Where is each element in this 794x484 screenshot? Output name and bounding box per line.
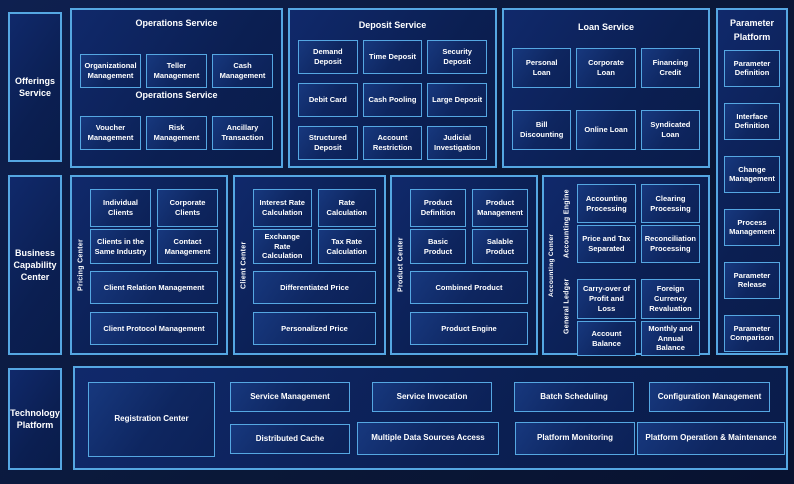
box-product-definition: Product Definition — [410, 189, 466, 227]
section-client-center: Client Center Interest Rate Calculation … — [233, 175, 386, 355]
box-risk-management: Risk Management — [146, 116, 207, 150]
box-tax-rate-calculation: Tax Rate Calculation — [317, 229, 376, 264]
section-operations-service: Operations Service Organizational Manage… — [70, 8, 283, 168]
box-personalized-price: Personalized Price — [253, 312, 376, 345]
box-configuration-management: Configuration Management — [649, 382, 770, 412]
section-accounting-center: Accounting Center Accounting Engine Gene… — [542, 175, 710, 356]
box-voucher-management: Voucher Management — [80, 116, 141, 150]
box-corporate-clients: Corporate Clients — [157, 189, 218, 227]
box-basic-product: Basic Product — [410, 229, 466, 264]
deposit-service-title: Deposit Service — [358, 20, 427, 30]
box-corporate-loan: Corporate Loan — [576, 48, 636, 88]
section-product-center: Product Center Product Definition Produc… — [390, 175, 538, 355]
section-technology-platform: Registration Center Service Management D… — [73, 366, 788, 470]
box-client-relation-management: Client Relation Management — [90, 271, 218, 304]
box-exchange-rate-calculation: Exchange Rate Calculation — [253, 229, 312, 264]
box-service-invocation: Service Invocation — [372, 382, 492, 412]
box-teller-management: Teller Management — [146, 54, 207, 88]
section-loan-service: Loan Service Personal Loan Corporate Loa… — [502, 8, 710, 168]
box-organizational-management: Organizational Management — [80, 54, 141, 88]
box-process-management: Process Management — [724, 208, 780, 246]
box-demand-deposit: Demand Deposit — [298, 40, 358, 74]
box-reconciliation-processing: Reconciliation Processing — [640, 225, 700, 263]
box-price-and-tax-separated: Price and Tax Separated — [577, 225, 636, 263]
rail-technology-platform: Technology Platform — [8, 368, 62, 470]
box-ancillary-transaction: Ancillary Transaction — [212, 116, 273, 150]
rail-technology-label: Technology Platform — [10, 407, 60, 430]
box-clearing-processing: Clearing Processing — [641, 184, 700, 223]
section-deposit-service: Deposit Service Demand Deposit Time Depo… — [288, 8, 497, 168]
box-online-loan: Online Loan — [576, 110, 636, 150]
box-financing-credit: Financing Credit — [640, 48, 700, 88]
box-debit-card: Debit Card — [298, 83, 358, 117]
box-accounting-processing: Accounting Processing — [577, 184, 636, 223]
box-parameter-definition: Parameter Definition — [724, 49, 780, 87]
box-personal-loan: Personal Loan — [512, 48, 572, 88]
loan-service-title: Loan Service — [577, 22, 635, 32]
box-platform-monitoring: Platform Monitoring — [515, 422, 635, 455]
box-clients-same-industry: Clients in the Same Industry — [90, 229, 151, 264]
accounting-engine-vlabel: Accounting Engine — [563, 189, 571, 259]
box-interest-rate-calculation: Interest Rate Calculation — [253, 189, 312, 227]
box-registration-center: Registration Center — [88, 382, 215, 457]
operations-service-subtitle: Operations Service — [135, 90, 218, 100]
box-change-management: Change Management — [724, 155, 780, 193]
box-differentiated-price: Differentiated Price — [253, 271, 376, 304]
box-contact-management: Contact Management — [157, 229, 218, 264]
box-cash-pooling: Cash Pooling — [362, 83, 423, 117]
box-carry-over-profit-loss: Carry-over of Profit and Loss — [577, 279, 636, 319]
box-distributed-cache: Distributed Cache — [230, 424, 350, 454]
rail-offerings-label: Offerings Service — [14, 75, 55, 98]
box-product-engine: Product Engine — [410, 312, 528, 345]
box-bill-discounting: Bill Discounting — [512, 110, 572, 150]
box-parameter-release: Parameter Release — [724, 261, 780, 299]
box-rate-calculation: Rate Calculation — [317, 189, 376, 227]
box-structured-deposit: Structured Deposit — [298, 126, 358, 160]
box-product-management: Product Management — [472, 189, 528, 227]
rail-offerings-service: Offerings Service — [8, 12, 62, 162]
box-combined-product: Combined Product — [410, 271, 528, 304]
box-judicial-investigation: Judicial Investigation — [427, 126, 488, 160]
box-service-management: Service Management — [230, 382, 350, 412]
box-monthly-annual-balance: Monthly and Annual Balance — [641, 321, 700, 356]
box-large-deposit: Large Deposit — [427, 83, 488, 117]
client-center-vlabel: Client Center — [240, 241, 248, 289]
box-time-deposit: Time Deposit — [362, 40, 423, 74]
rail-business-capability-center: Business Capability Center — [8, 175, 62, 355]
product-center-vlabel: Product Center — [397, 237, 405, 293]
rail-business-capability-label: Business Capability Center — [13, 247, 57, 283]
box-cash-management: Cash Management — [212, 54, 273, 88]
box-salable-product: Salable Product — [472, 229, 528, 264]
section-parameter-platform: Parameter Platform Parameter Definition … — [716, 8, 788, 355]
box-account-restriction: Account Restriction — [362, 126, 423, 160]
box-multiple-data-sources-access: Multiple Data Sources Access — [357, 422, 499, 455]
box-batch-scheduling: Batch Scheduling — [514, 382, 634, 412]
box-account-balance: Account Balance — [577, 321, 636, 356]
box-syndicated-loan: Syndicated Loan — [640, 110, 700, 150]
operations-service-title: Operations Service — [135, 18, 218, 28]
pricing-center-vlabel: Pricing Center — [77, 238, 85, 292]
accounting-center-vlabel: Accounting Center — [548, 233, 555, 297]
box-client-protocol-management: Client Protocol Management — [90, 312, 218, 345]
general-ledger-vlabel: General Ledger — [563, 278, 571, 334]
box-platform-operation-maintenance: Platform Operation & Maintenance — [637, 422, 785, 455]
box-parameter-comparison: Parameter Comparison — [724, 314, 780, 352]
box-individual-clients: Individual Clients — [90, 189, 151, 227]
box-interface-definition: Interface Definition — [724, 102, 780, 140]
section-pricing-center: Pricing Center Individual Clients Corpor… — [70, 175, 228, 355]
box-security-deposit: Security Deposit — [427, 40, 488, 74]
parameter-platform-title: Parameter Platform — [729, 18, 775, 43]
box-foreign-currency-revaluation: Foreign Currency Revaluation — [641, 279, 700, 319]
